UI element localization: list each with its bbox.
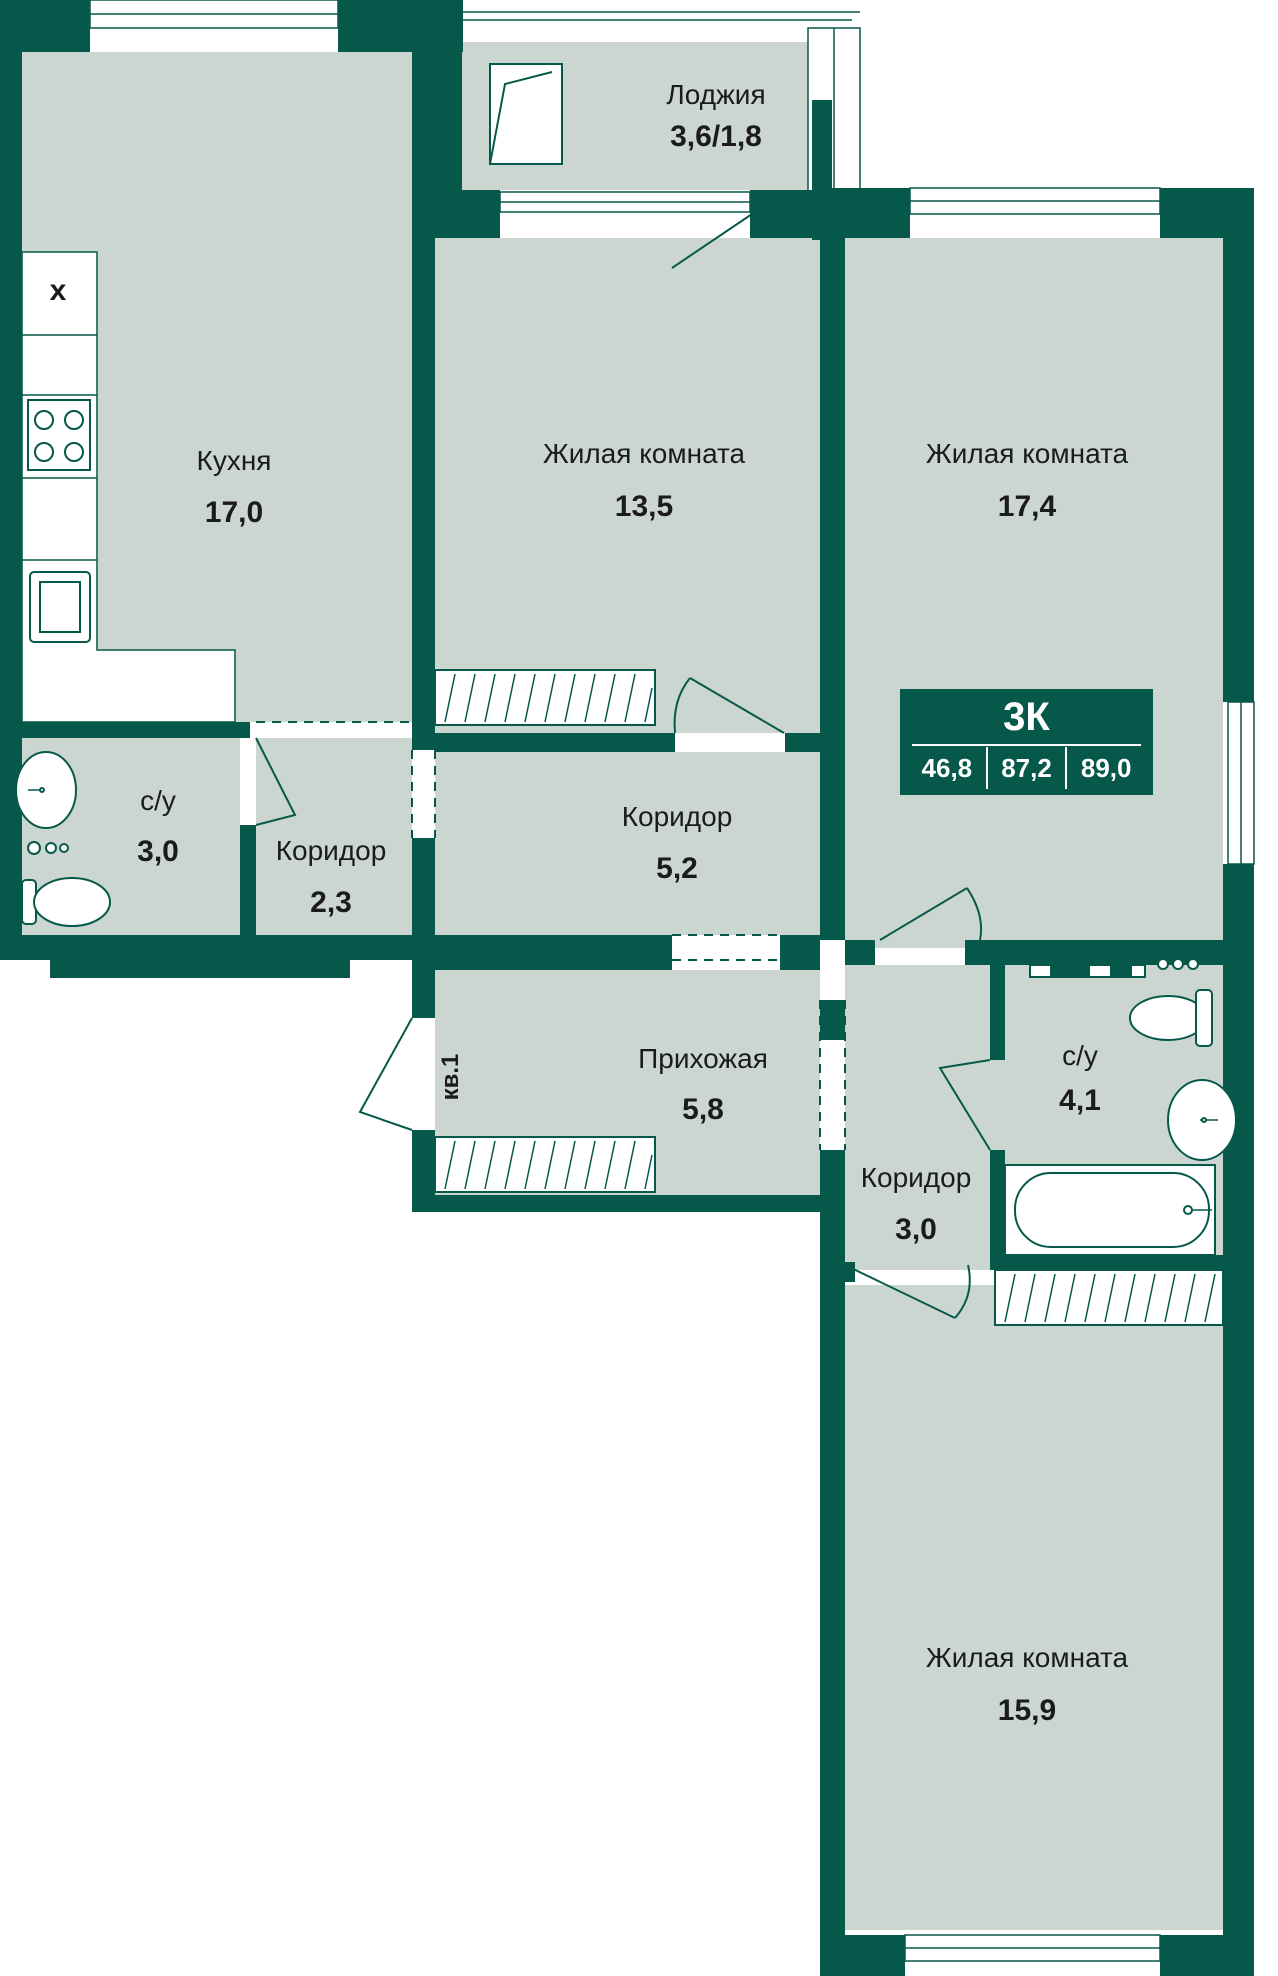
bath2-fixtures	[1004, 958, 1237, 1256]
loggia-area: 3,6/1,8	[670, 120, 762, 153]
hall-name: Прихожая	[638, 1043, 768, 1074]
sink-icon	[29, 571, 91, 643]
bath1-fixtures	[15, 751, 111, 927]
air-conditioner-icon	[489, 63, 563, 165]
badge-divider	[912, 744, 1141, 746]
living1-door	[689, 677, 785, 734]
cooktop-icon	[27, 399, 91, 471]
entrance-door	[358, 1017, 413, 1131]
apartment-type: 3К	[1003, 695, 1050, 739]
living3-area: 15,9	[997, 1694, 1057, 1727]
kitchen-area: 17,0	[204, 496, 264, 529]
living1-floor	[435, 238, 820, 733]
total-area-value: 87,2	[985, 747, 1066, 789]
living3-floor	[845, 1285, 1223, 1930]
washbasin-icon	[15, 751, 77, 829]
doors	[255, 211, 991, 1319]
corridor1-area: 2,3	[310, 886, 352, 919]
living-area-value: 46,8	[921, 753, 973, 783]
corridor3-floor	[845, 965, 1005, 1270]
corridor3-area: 3,0	[895, 1213, 937, 1246]
passages	[256, 721, 846, 1150]
bath2-area: 4,1	[1059, 1084, 1101, 1117]
living3-door	[844, 1264, 956, 1319]
wardrobe-living1	[434, 669, 656, 726]
corridor2-area: 5,2	[656, 852, 698, 885]
bath1-name: с/у	[140, 785, 176, 816]
taps-icon	[1157, 958, 1199, 970]
living2-door	[879, 887, 968, 941]
apartment-mark: кв.1	[437, 1053, 464, 1101]
kitchen-name: Кухня	[196, 445, 272, 476]
wardrobes	[434, 669, 1224, 1326]
kitchen-counter	[21, 251, 236, 723]
corridor1-name: Коридор	[275, 835, 387, 866]
corridor1-floor	[256, 738, 412, 935]
corridor2-name: Коридор	[621, 801, 733, 832]
toilet-icon	[1129, 989, 1213, 1047]
wardrobe-hall	[434, 1136, 656, 1193]
total-area-with-loggia-value: 89,0	[1065, 747, 1145, 789]
loggia-name: Лоджия	[666, 79, 766, 110]
toilet-icon	[21, 877, 111, 927]
loggia-door	[671, 211, 756, 269]
bath1-area: 3,0	[137, 835, 179, 868]
bathtub-icon	[1004, 1164, 1216, 1256]
washbasin-icon	[1167, 1079, 1237, 1161]
living2-floor	[845, 238, 1223, 948]
stove-mark: x	[49, 274, 67, 307]
apartment-badge: 3К 46,8 87,2 89,0	[900, 689, 1153, 795]
windows	[89, 0, 1255, 1962]
living1-name: Жилая комната	[542, 438, 746, 469]
living1-area: 13,5	[614, 490, 674, 523]
living3-name: Жилая комната	[925, 1642, 1129, 1673]
apartment-areas: 46,8 87,2 89,0	[908, 747, 1145, 789]
corridor3-name: Коридор	[860, 1162, 972, 1193]
taps-icon	[27, 841, 69, 855]
wardrobe-living3	[994, 1269, 1224, 1326]
bath2-door	[938, 1059, 991, 1151]
hall-area: 5,8	[682, 1093, 724, 1126]
bath1-door	[255, 737, 297, 826]
bath2-name: с/у	[1062, 1040, 1098, 1071]
corridor2-floor	[435, 752, 820, 935]
living2-area: 17,4	[997, 490, 1057, 523]
living2-name: Жилая комната	[925, 438, 1129, 469]
